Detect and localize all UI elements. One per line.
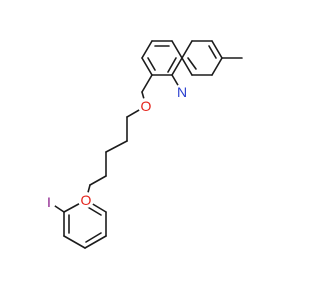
bond bbox=[141, 74, 153, 93]
bond bbox=[141, 57, 153, 76]
molecule-structure: N O O I bbox=[42, 40, 243, 249]
bond bbox=[85, 232, 102, 243]
bond bbox=[141, 40, 153, 59]
bond-layer bbox=[48, 40, 243, 249]
atom-i: I bbox=[42, 194, 56, 210]
bond bbox=[208, 45, 217, 59]
atom-o-phenyl: O bbox=[78, 192, 94, 208]
bond bbox=[63, 235, 86, 249]
atom-o-quinoline-label: O bbox=[141, 98, 152, 114]
atom-layer: N O O I bbox=[42, 84, 190, 210]
bond bbox=[147, 57, 156, 71]
bond bbox=[84, 235, 107, 249]
bond bbox=[89, 175, 107, 186]
bond bbox=[171, 40, 183, 59]
bond bbox=[187, 57, 197, 70]
atom-o-phenyl-label: O bbox=[81, 192, 92, 208]
bond bbox=[167, 57, 177, 73]
atom-n-label: N bbox=[177, 84, 187, 100]
bond bbox=[171, 57, 183, 76]
atom-o-quinoline: O bbox=[138, 98, 154, 114]
bond bbox=[181, 57, 193, 76]
bond bbox=[211, 57, 223, 76]
atom-n: N bbox=[174, 84, 190, 100]
bond bbox=[211, 40, 223, 59]
atom-i-label: I bbox=[47, 194, 51, 210]
molecule-canvas: N O O I bbox=[42, 40, 243, 249]
bond bbox=[105, 140, 128, 153]
bond bbox=[181, 40, 193, 59]
